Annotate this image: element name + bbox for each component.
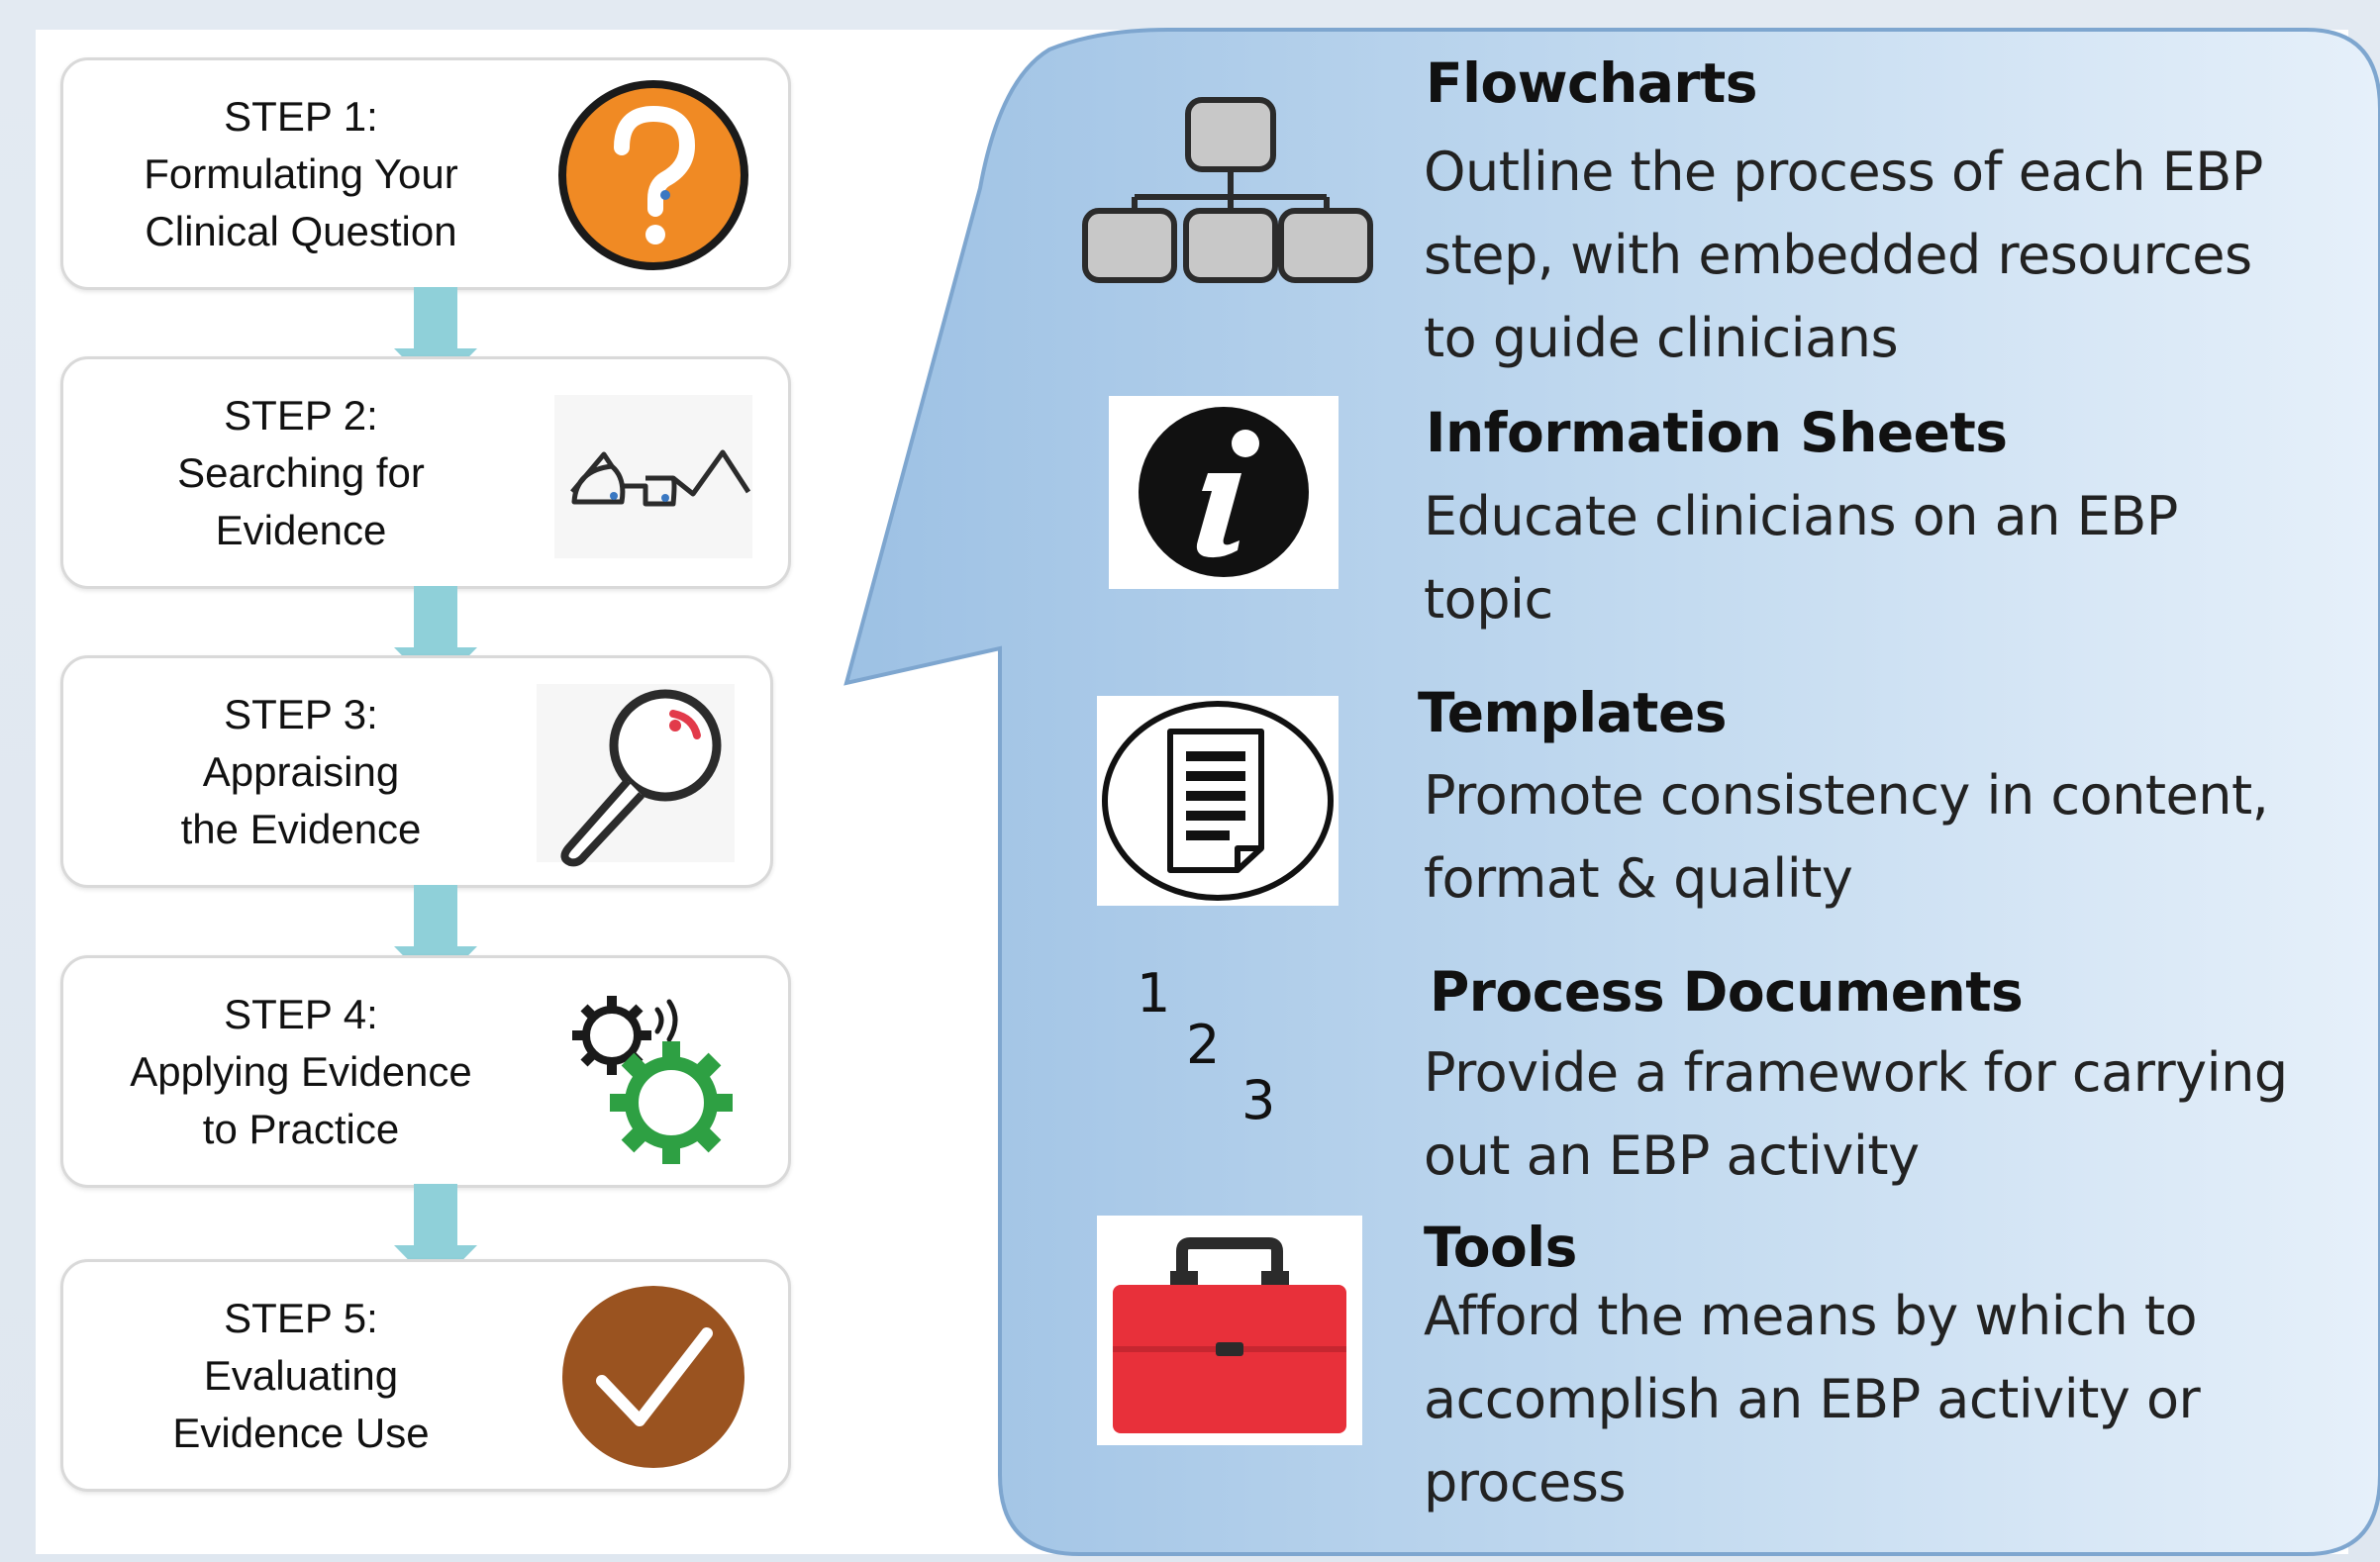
resource-desc-flowcharts: Outline the process of each EBP step, wi… <box>1424 131 2263 380</box>
resource-desc-templates: Promote consistency in content, format &… <box>1424 754 2269 921</box>
resource-desc-information-sheets: Educate clinicians on an EBP topic <box>1424 475 2178 641</box>
number-2: 2 <box>1186 1014 1221 1076</box>
resource-desc-line: Afford the means by which to <box>1424 1285 2198 1347</box>
step-1-line-3: Clinical Question <box>145 207 457 254</box>
step-3-line-3: the Evidence <box>180 805 422 852</box>
step-2-line-3: Evidence <box>215 506 387 553</box>
number-1: 1 <box>1137 962 1171 1025</box>
step-3-line-1: STEP 3: <box>224 690 378 737</box>
large-gear-icon <box>610 1041 733 1164</box>
resource-desc-line: Promote consistency in content, <box>1424 764 2269 827</box>
step-5-line-3: Evidence Use <box>172 1409 430 1456</box>
resource-desc-line: Provide a framework for carrying <box>1424 1041 2288 1104</box>
step-4-box: STEP 4: Applying Evidence to Practice <box>60 955 791 1188</box>
resource-desc-line: process <box>1424 1451 1627 1513</box>
flowchart-icon <box>1082 97 1373 283</box>
step-1-line-2: Formulating Your <box>144 149 458 197</box>
resource-title-templates: Templates <box>1418 681 1728 744</box>
step-2-line-2: Searching for <box>177 448 425 496</box>
resource-desc-line: Outline the process of each EBP <box>1424 141 2263 203</box>
resource-desc-process-documents: Provide a framework for carrying out an … <box>1424 1031 2288 1198</box>
step-5-line-1: STEP 5: <box>224 1294 378 1341</box>
step-3-label: STEP 3: Appraising the Evidence <box>63 658 539 885</box>
step-4-label: STEP 4: Applying Evidence to Practice <box>63 958 539 1185</box>
magnifier-icon <box>537 684 735 867</box>
gears-icon <box>572 996 733 1164</box>
step-2-box: STEP 2: Searching for Evidence <box>60 356 791 589</box>
resource-desc-line: step, with embedded resources <box>1424 224 2252 286</box>
step-2-line-1: STEP 2: <box>224 391 378 439</box>
step-5-label: STEP 5: Evaluating Evidence Use <box>63 1262 539 1489</box>
step-3-box: STEP 3: Appraising the Evidence <box>60 655 773 888</box>
step-1-box: STEP 1: Formulating Your Clinical Questi… <box>60 57 791 290</box>
toolbox-icon <box>1097 1216 1362 1445</box>
step-5-line-2: Evaluating <box>203 1351 399 1399</box>
resource-desc-line: format & quality <box>1424 847 1853 910</box>
resource-desc-line: Educate clinicians on an EBP <box>1424 485 2178 547</box>
step-4-line-2: Applying Evidence <box>130 1047 472 1095</box>
step-4-line-1: STEP 4: <box>224 990 378 1037</box>
step-5-box: STEP 5: Evaluating Evidence Use <box>60 1259 791 1492</box>
number-3: 3 <box>1241 1069 1276 1131</box>
step-4-line-3: to Practice <box>202 1105 400 1152</box>
step-3-line-2: Appraising <box>202 747 400 795</box>
resource-desc-tools: Afford the means by which to accomplish … <box>1424 1275 2201 1524</box>
question-icon <box>558 80 748 270</box>
resource-title-flowcharts: Flowcharts <box>1426 51 1758 115</box>
resource-desc-line: out an EBP activity <box>1424 1124 1920 1187</box>
resource-title-tools: Tools <box>1424 1216 1577 1279</box>
glasses-icon <box>554 395 752 558</box>
step-2-label: STEP 2: Searching for Evidence <box>63 359 539 586</box>
resource-desc-line: to guide clinicians <box>1424 307 1899 369</box>
resource-desc-line: topic <box>1424 568 1553 631</box>
checkmark-icon <box>562 1286 744 1468</box>
document-icon <box>1097 696 1339 906</box>
info-icon <box>1109 396 1339 589</box>
step-1-line-1: STEP 1: <box>224 92 378 140</box>
resource-desc-line: accomplish an EBP activity or <box>1424 1368 2201 1430</box>
step-1-label: STEP 1: Formulating Your Clinical Questi… <box>63 60 539 287</box>
resource-title-information-sheets: Information Sheets <box>1426 401 2008 464</box>
resource-title-process-documents: Process Documents <box>1430 960 2024 1024</box>
